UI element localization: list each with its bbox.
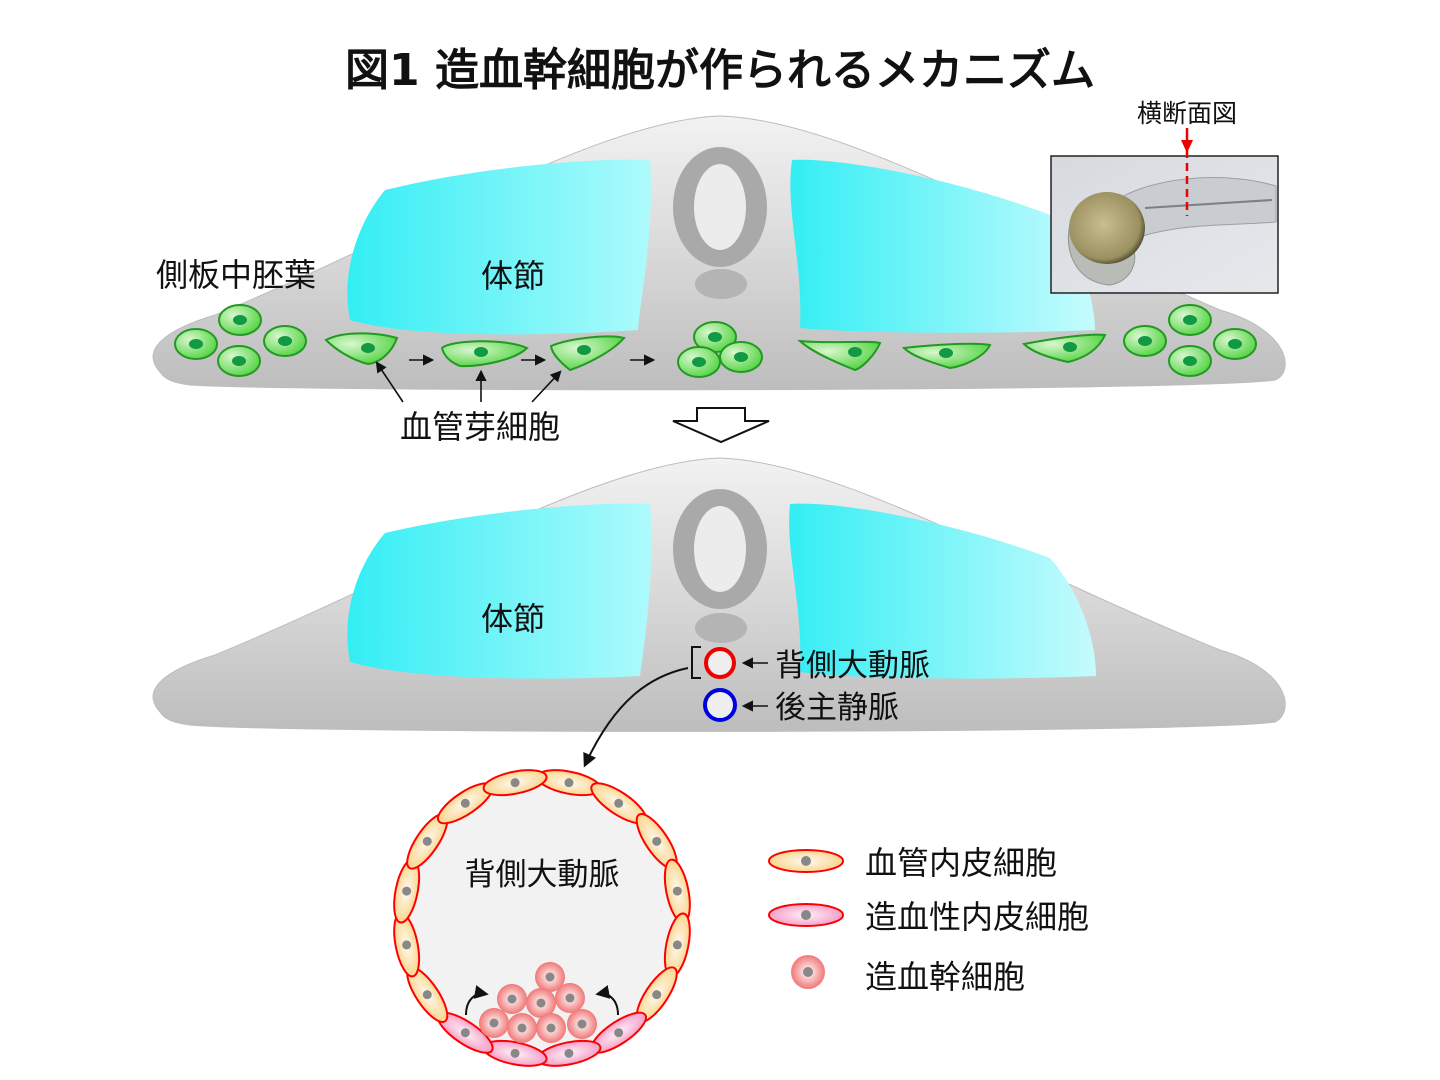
endothelial-nucleus [510,778,520,788]
cardinal-vein-vessel [703,688,737,722]
hsc-nucleus [565,993,575,1003]
legend-hsc-nucleus [803,967,813,977]
top-cross-section: 側板中胚葉 体節 血管芽細胞 [152,115,1286,446]
lpm-cell-nucleus [1183,356,1197,366]
transition-arrow-icon [672,407,770,444]
legend-endothelial-nucleus [801,856,811,866]
endothelial-nucleus [402,886,412,896]
embryo-notochord-line [1144,199,1273,209]
angioblast-label: 血管芽細胞 [400,408,560,446]
endothelial-nucleus [672,886,682,896]
endothelial-ring [393,769,691,1067]
hsc-nucleus [507,994,517,1004]
angioblast-nucleus [1063,342,1077,352]
cross-section-label: 横断面図 [1137,99,1237,128]
top-neural-tube-lumen [694,164,746,250]
angioblast-cell [797,339,882,372]
hsc-nucleus [545,972,555,982]
legend-hemogenic-nucleus [801,910,811,920]
vessel-bracket [691,646,701,679]
angioblast-pointer-arrow [531,370,562,403]
embryo-tail [1119,177,1277,241]
legend: 血管内皮細胞 造血性内皮細胞 造血幹細胞 [768,844,1089,996]
lpm-label: 側板中胚葉 [156,256,316,294]
hematopoietic-stem-cell-icon [791,955,825,989]
endothelial-nucleus [564,1048,574,1058]
dorsal-aorta-detail: 背側大動脈 [393,769,691,1067]
embryo-yolk [1069,192,1145,264]
angioblast-nucleus [361,343,375,353]
bottom-somite-right [789,503,1096,679]
lpm-cell-nucleus [278,336,292,346]
top-somite-label: 体節 [481,257,545,295]
zoom-arrow [583,667,689,768]
endothelial-nucleus [672,940,682,950]
lpm-cell-nucleus [708,332,722,342]
figure-title: 図1 造血幹細胞が作られるメカニズム [345,45,1095,96]
legend-label-hsc: 造血幹細胞 [865,958,1025,996]
endothelial-nucleus [614,798,624,808]
migration-arrows [375,354,656,403]
bottom-somite-label: 体節 [481,600,545,638]
lpm-cell-nucleus [1183,315,1197,325]
angioblast-nucleus [474,347,488,357]
endothelial-nucleus [460,1028,470,1038]
lpm-cell-cluster-right [1123,304,1257,377]
endothelial-nucleus [564,778,574,788]
hsc-nucleus [517,1023,527,1033]
hemogenic-endothelial-cell-icon [768,903,844,927]
lpm-cell-nucleus [1228,339,1242,349]
hsc-nucleus [577,1019,587,1029]
migrating-angioblasts [324,332,1107,372]
bottom-somite-left [347,503,652,679]
hsc-nucleus [489,1018,499,1028]
emergence-arrow-left [465,985,489,1016]
bottom-cross-section: 体節 背側大動脈 後主静脈 [152,457,1286,768]
top-somite-left [347,159,652,335]
lpm-cell-nucleus [1138,336,1152,346]
section-plane-arrow-icon [1181,140,1193,153]
lpm-cell-nucleus [232,356,246,366]
lpm-cell-nucleus [692,357,706,367]
hsc-cluster [479,962,597,1043]
top-notochord [695,269,747,299]
aorta-detail-label: 背側大動脈 [465,857,620,893]
angioblast-cluster-midline [677,321,763,378]
lpm-cell-nucleus [734,352,748,362]
dorsal-aorta-vessel [704,647,736,679]
endothelial-nucleus [652,990,662,1000]
angioblast-nucleus [577,345,591,355]
angioblast-nucleus [939,348,953,358]
hsc-nucleus [546,1023,556,1033]
endothelial-nucleus [614,1028,624,1038]
dorsal-aorta-label: 背側大動脈 [775,648,930,684]
endothelial-nucleus [652,836,662,846]
zebrafish-embryo-photo [1067,177,1277,286]
bottom-neural-tube-lumen [694,506,746,592]
endothelial-nucleus [510,1048,520,1058]
lpm-cell-nucleus [189,339,203,349]
angioblast-nucleus [848,347,862,357]
endothelial-nucleus [422,990,432,1000]
vascular-endothelial-cell-icon [768,849,844,873]
zebrafish-inset: 横断面図 [1050,99,1279,294]
endothelial-nucleus [422,836,432,846]
emergence-arrow-right [595,985,619,1016]
lpm-cell-cluster-left [174,304,307,377]
top-somite-right [790,159,1095,333]
aorta-lumen [404,780,680,1056]
cardinal-vein-label: 後主静脈 [775,690,899,726]
endothelial-nucleus [402,940,412,950]
legend-label-endothelial: 血管内皮細胞 [865,844,1057,882]
endothelial-nucleus [460,798,470,808]
angioblast-pointer-arrow [375,361,404,403]
legend-label-hemogenic: 造血性内皮細胞 [865,898,1089,936]
lpm-cell-nucleus [233,315,247,325]
hsc-nucleus [536,998,546,1008]
bottom-notochord [695,613,747,643]
